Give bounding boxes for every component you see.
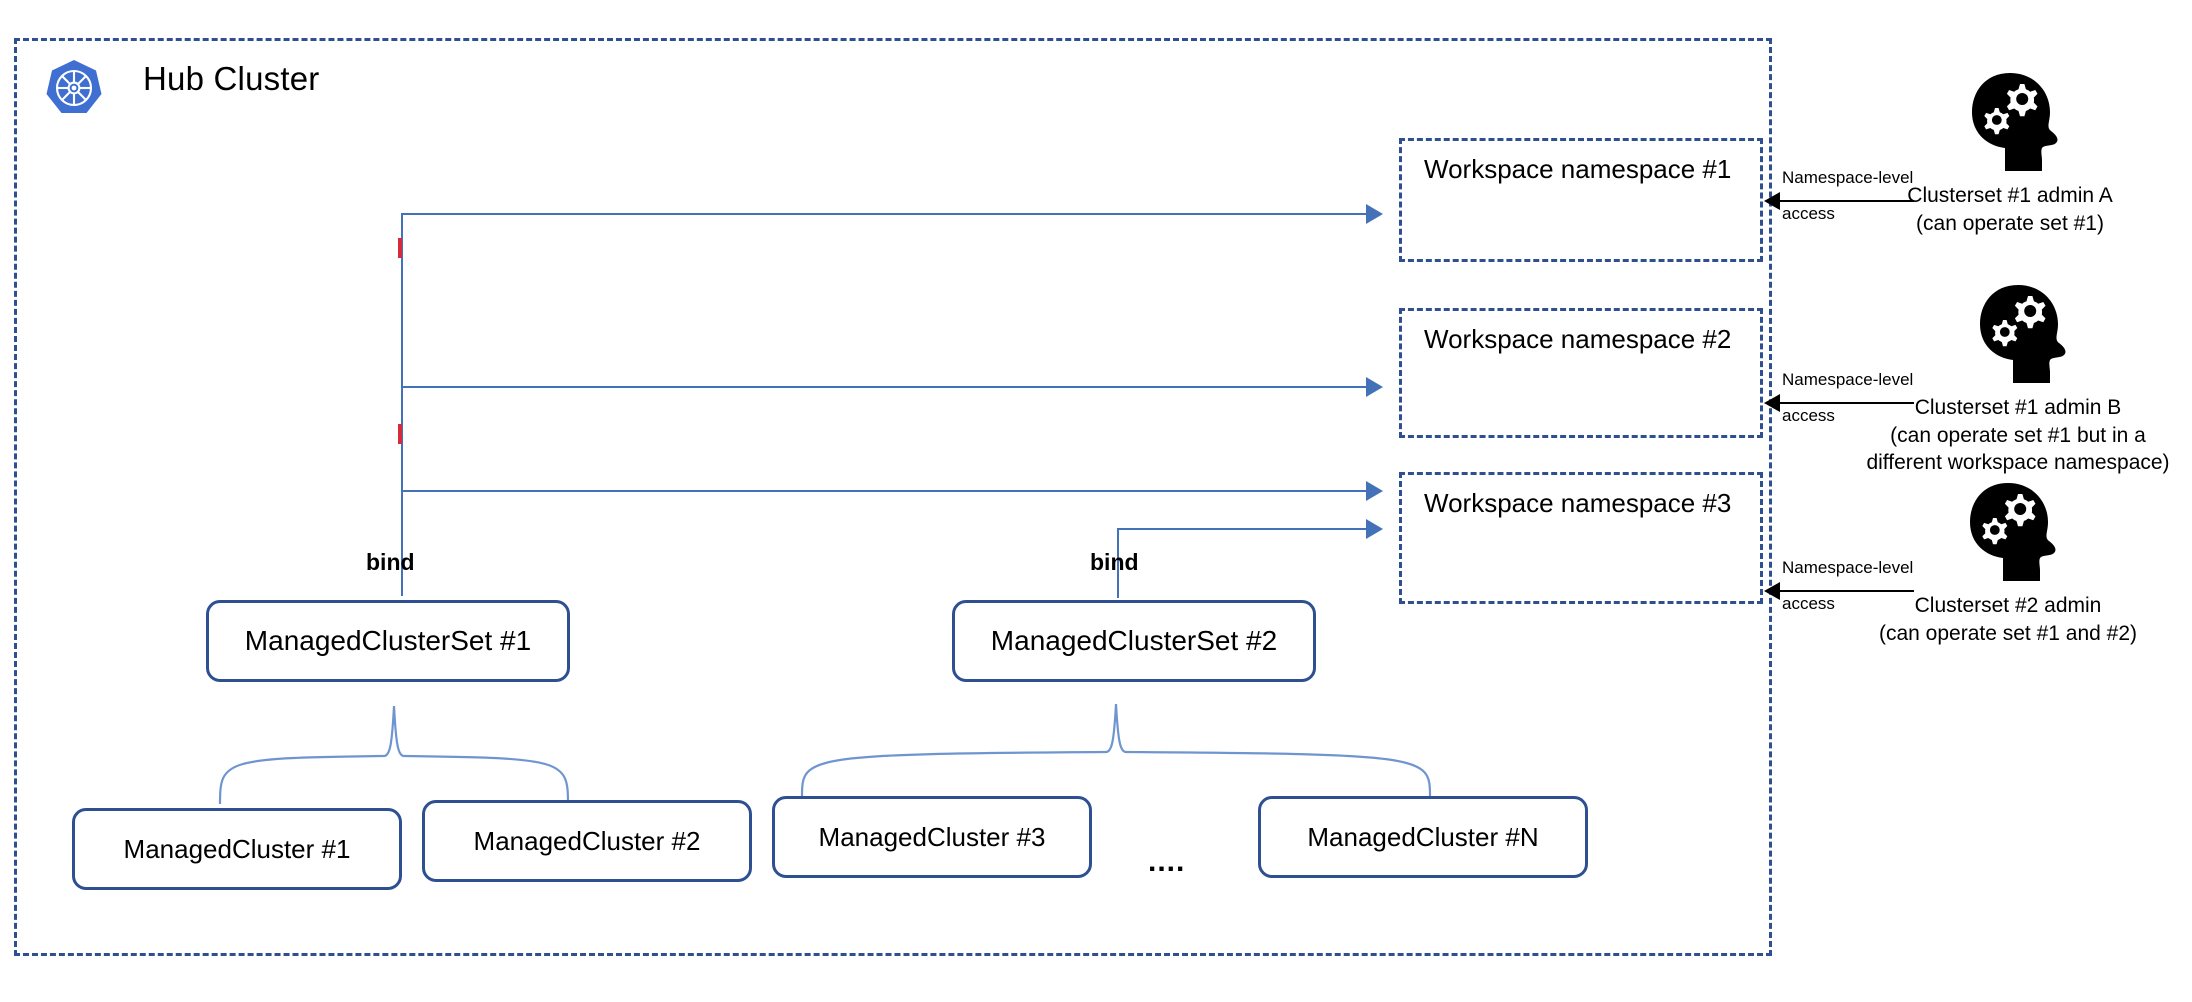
head-with-gears-icon [1972, 73, 2058, 171]
workspace-namespace-3-label: Workspace namespace #3 [1424, 488, 1732, 518]
admin-persona-2-name: Clusterset #1 admin B [1914, 396, 2122, 419]
head-with-gears-icon [1980, 285, 2066, 383]
bind-label-set2: bind [1090, 549, 1139, 575]
managed-cluster-1[interactable]: ManagedCluster #1 [72, 808, 402, 890]
page-title: Hub Cluster [143, 60, 320, 97]
brace-connector-set1 [214, 700, 574, 810]
arrowhead-access-3 [1764, 582, 1780, 600]
kubernetes-icon [42, 57, 106, 121]
access-label-1-line2: access [1782, 204, 1835, 223]
admin-persona-1-detail1: (can operate set #1) [1916, 211, 2104, 235]
managed-cluster-3[interactable]: ManagedCluster #3 [772, 796, 1092, 878]
line-marker-red-lower [398, 424, 402, 444]
managed-cluster-n[interactable]: ManagedCluster #N [1258, 796, 1588, 878]
managed-cluster-set-2[interactable]: ManagedClusterSet #2 [952, 600, 1316, 682]
access-label-2-line2: access [1782, 406, 1835, 425]
hub-cluster-boundary [14, 38, 1772, 956]
workspace-namespace-1[interactable]: Workspace namespace #1 [1399, 138, 1763, 262]
bind-label-set1: bind [366, 549, 415, 575]
admin-persona-3-name: Clusterset #2 admin [1914, 594, 2102, 617]
bind-line-set1-vertical [401, 213, 403, 596]
arrowhead-set2-to-ns3 [1366, 519, 1383, 539]
arrowhead-access-1 [1764, 192, 1780, 210]
bind-line-set1-to-ns3 [401, 490, 1366, 492]
bind-line-set1-to-ns1 [401, 213, 1366, 215]
admin-persona-1-name: Clusterset #1 admin A [1907, 184, 2113, 207]
workspace-namespace-2[interactable]: Workspace namespace #2 [1399, 308, 1763, 438]
access-label-2-line1: Namespace-level [1782, 370, 1914, 389]
arrowhead-to-ns1 [1366, 204, 1383, 224]
admin-persona-3: Clusterset #2 admin (can operate set #1 … [1838, 480, 2178, 647]
workspace-namespace-3[interactable]: Workspace namespace #3 [1399, 472, 1763, 604]
arrowhead-access-2 [1764, 394, 1780, 412]
bind-line-set2-to-ns3 [1117, 528, 1366, 530]
managed-cluster-2[interactable]: ManagedCluster #2 [422, 800, 752, 882]
brace-connector-set2 [796, 700, 1436, 802]
access-label-3-line1: Namespace-level [1782, 558, 1914, 577]
admin-persona-3-detail1: (can operate set #1 and #2) [1878, 621, 2137, 645]
access-line-1 [1778, 200, 1914, 202]
workspace-namespace-1-label: Workspace namespace #1 [1424, 154, 1732, 184]
workspace-namespace-2-label: Workspace namespace #2 [1424, 324, 1732, 354]
admin-persona-2: Clusterset #1 admin B (can operate set #… [1838, 282, 2192, 477]
managed-cluster-set-1[interactable]: ManagedClusterSet #1 [206, 600, 570, 682]
access-line-3 [1778, 590, 1914, 592]
bind-line-set1-to-ns2 [401, 386, 1366, 388]
access-line-2 [1778, 402, 1914, 404]
access-label-1-line1: Namespace-level [1782, 168, 1914, 187]
line-marker-red-upper [398, 238, 402, 258]
arrowhead-to-ns2 [1366, 377, 1383, 397]
bind-line-set2-vertical [1117, 528, 1119, 598]
admin-persona-2-detail1: (can operate set #1 but in a [1890, 423, 2146, 447]
access-label-3-line2: access [1782, 594, 1835, 613]
admin-persona-2-detail2: different workspace namespace) [1866, 451, 2170, 475]
admin-persona-1: Clusterset #1 admin A (can operate set #… [1840, 70, 2180, 237]
arrowhead-set1-to-ns3 [1366, 481, 1383, 501]
head-with-gears-icon [1970, 483, 2056, 581]
ellipsis-label: .... [1148, 845, 1186, 878]
